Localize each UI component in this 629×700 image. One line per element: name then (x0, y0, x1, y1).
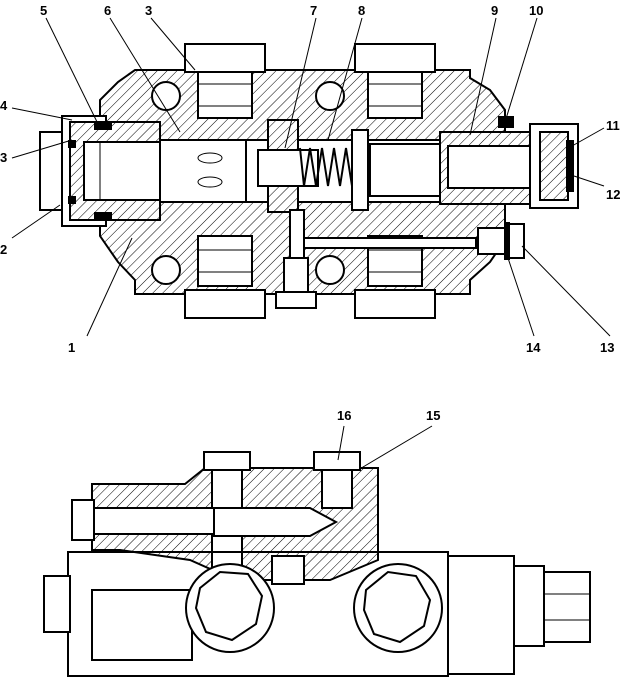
boss-right (313, 451, 361, 471)
callout-4: 4 (0, 98, 8, 113)
bottom-left-port (184, 235, 266, 319)
mount-hole (315, 255, 345, 285)
left-end-fitting (39, 115, 161, 227)
bottom-plug (271, 555, 305, 585)
right-plug (477, 222, 525, 260)
callout-16: 16 (337, 408, 351, 423)
bottom-center-plug (275, 257, 317, 309)
callout-labels: 5 6 3 4 3 2 7 8 9 10 11 12 1 14 13 16 15 (0, 3, 620, 423)
side-plug (71, 499, 95, 541)
callout-10: 10 (529, 3, 543, 18)
mount-hole (151, 255, 181, 285)
top-left-port (184, 43, 266, 119)
left-nut (43, 575, 71, 633)
top-right-port (354, 43, 436, 119)
top-sectional-view (39, 43, 579, 319)
drain-passage (299, 237, 477, 249)
boss-left (203, 451, 251, 471)
leader-lines-bottom (337, 425, 433, 471)
callout-3-left: 3 (0, 150, 7, 165)
spring (299, 147, 353, 187)
right-spool (369, 143, 447, 197)
callout-13: 13 (600, 340, 614, 355)
callout-3-top: 3 (145, 3, 152, 18)
callout-12: 12 (606, 187, 620, 202)
callout-11: 11 (606, 118, 620, 133)
callout-2: 2 (0, 242, 7, 257)
callout-6: 6 (104, 3, 111, 18)
callout-5: 5 (40, 3, 47, 18)
spring-seat (351, 129, 369, 211)
bottom-view (43, 451, 591, 677)
left-spool (159, 139, 247, 203)
callout-9: 9 (491, 3, 498, 18)
callout-7: 7 (310, 3, 317, 18)
callout-8: 8 (358, 3, 365, 18)
hex-bolt-left (185, 563, 275, 653)
callout-15: 15 (426, 408, 440, 423)
callout-14: 14 (526, 340, 541, 355)
leader-lines-top (11, 17, 611, 337)
mount-hole (315, 81, 345, 111)
right-cap (543, 571, 591, 643)
right-block (447, 555, 515, 675)
right-end-cap (439, 116, 579, 209)
hex-bolt-right (353, 563, 443, 653)
callout-1: 1 (68, 340, 75, 355)
internal-bore (211, 507, 339, 537)
mount-hole (151, 81, 181, 111)
